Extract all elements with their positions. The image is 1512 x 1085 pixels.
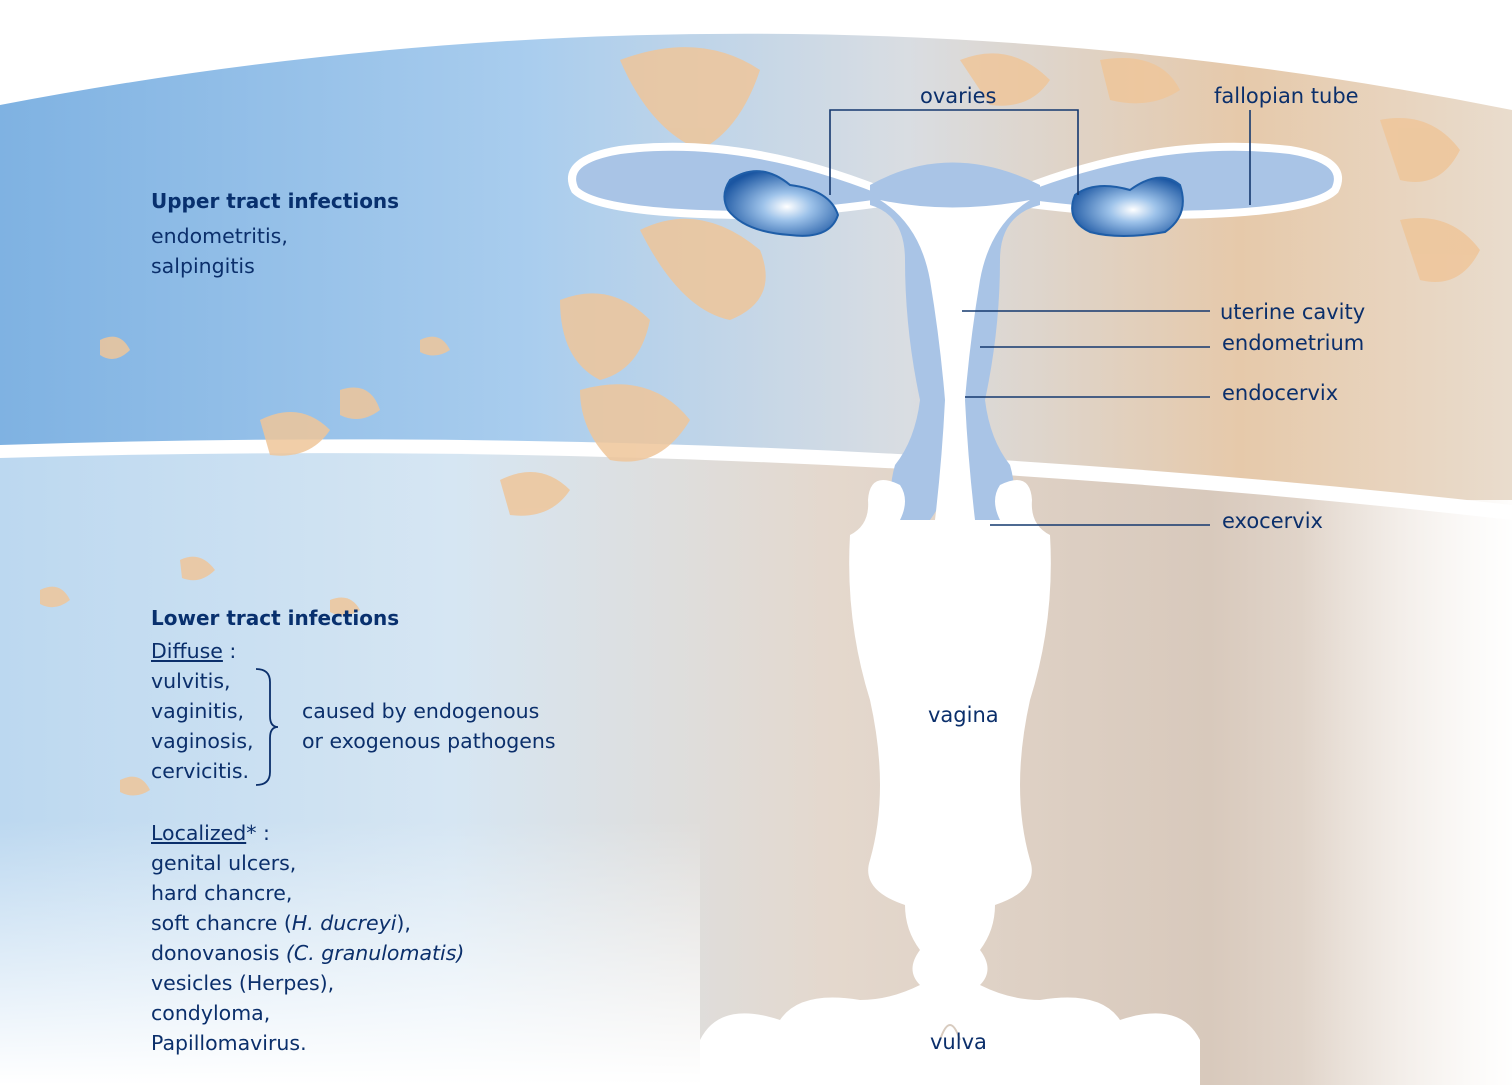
label-uterine-cavity: uterine cavity <box>1220 299 1365 325</box>
diffuse-colon: : <box>223 639 236 663</box>
label-endocervix: endocervix <box>1222 380 1338 406</box>
upper-tract-heading: Upper tract infections <box>151 186 399 216</box>
lower-tract-heading: Lower tract infections <box>151 603 399 633</box>
localized-item: donovanosis (C. granulomatis) <box>151 938 464 968</box>
label-vagina: vagina <box>928 702 999 728</box>
localized-item: vesicles (Herpes), <box>151 968 334 998</box>
diffuse-cause-line: or exogenous pathogens <box>302 726 556 756</box>
label-vulva: vulva <box>930 1029 987 1055</box>
item-text: donovanosis <box>151 941 286 965</box>
label-ovaries: ovaries <box>920 83 996 109</box>
label-exocervix: exocervix <box>1222 508 1323 534</box>
localized-item: condyloma, <box>151 998 270 1028</box>
localized-item: hard chancre, <box>151 878 292 908</box>
diffuse-item: vaginosis, <box>151 726 254 756</box>
localized-item: soft chancre (H. ducreyi), <box>151 908 411 938</box>
item-italic: H. ducreyi <box>292 911 397 935</box>
item-text: soft chancre ( <box>151 911 292 935</box>
localized-label-line: Localized* : <box>151 818 270 848</box>
label-fallopian-tube: fallopian tube <box>1214 83 1359 109</box>
diffuse-cause-line: caused by endogenous <box>302 696 539 726</box>
diffuse-label: Diffuse <box>151 639 223 663</box>
item-italic: (C. granulomatis) <box>286 941 465 965</box>
label-endometrium: endometrium <box>1222 330 1364 356</box>
upper-tract-item: endometritis, <box>151 221 288 251</box>
curly-brace <box>252 666 282 788</box>
diffuse-item: vaginitis, <box>151 696 244 726</box>
localized-item: genital ulcers, <box>151 848 296 878</box>
localized-label: Localized <box>151 821 246 845</box>
diffuse-item: cervicitis. <box>151 756 249 786</box>
diffuse-item: vulvitis, <box>151 666 231 696</box>
localized-suffix: * : <box>246 821 270 845</box>
diffuse-label-line: Diffuse : <box>151 636 236 666</box>
upper-tract-item: salpingitis <box>151 251 255 281</box>
item-after: ), <box>396 911 411 935</box>
localized-item: Papillomavirus. <box>151 1028 307 1058</box>
